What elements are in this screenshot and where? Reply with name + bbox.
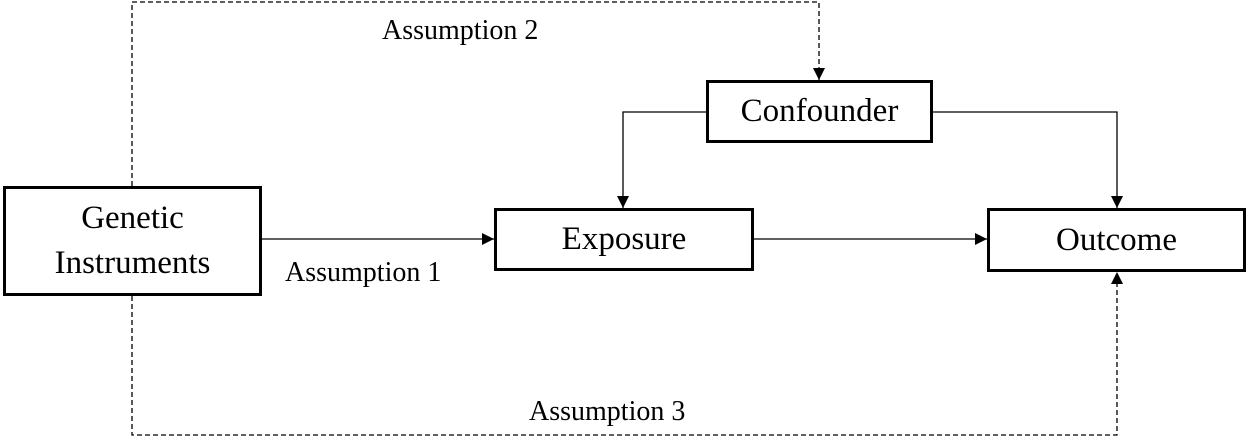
outcome-label: Outcome	[1056, 221, 1177, 258]
exposure-label: Exposure	[561, 221, 687, 258]
confounder-to-outcome-arrow	[933, 111, 1123, 208]
confounder-label: Confounder	[740, 93, 899, 130]
exposure-node: Exposure	[494, 208, 754, 271]
assumption-1-label: Assumption 1	[285, 257, 442, 288]
genetic-instruments-node: Genetic Instruments	[3, 186, 262, 296]
assumption-2-label: Assumption 2	[382, 15, 539, 46]
genetic-instruments-line-2: Instruments	[54, 245, 211, 281]
confounder-to-exposure-arrow	[617, 111, 706, 208]
genetic-instruments-line-1: Genetic	[81, 200, 184, 237]
outcome-node: Outcome	[987, 208, 1246, 272]
assumption-3-label: Assumption 3	[529, 396, 686, 427]
confounder-node: Confounder	[706, 80, 933, 143]
assumption-2-dashed-arrow	[131, 1, 825, 186]
